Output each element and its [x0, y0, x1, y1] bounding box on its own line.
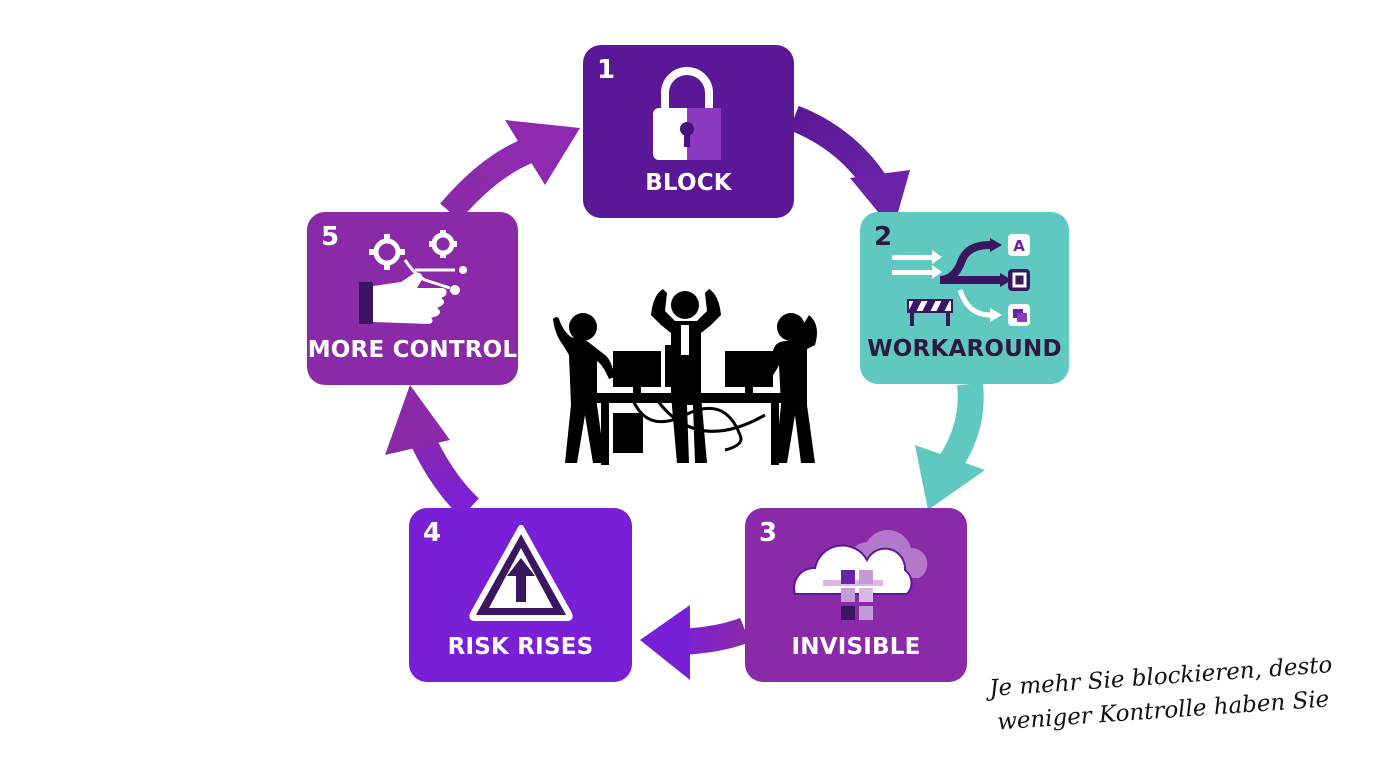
- step-4-risk-rises: 4 RISK RISES: [409, 508, 632, 682]
- step-1-block: 1 BLOCK: [583, 45, 794, 218]
- arrow-4-to-5-head: [385, 385, 450, 455]
- gear-hand-icon: [359, 230, 467, 324]
- step-number: 3: [759, 518, 778, 548]
- arrow-2-to-3-head: [915, 445, 985, 510]
- step-number: 4: [423, 518, 442, 548]
- step-number: 5: [321, 222, 340, 252]
- workaround-icon: A: [892, 234, 1030, 326]
- padlock-icon: [653, 67, 721, 160]
- step-label: INVISIBLE: [791, 634, 921, 660]
- step-number: 1: [597, 55, 616, 85]
- svg-text:A: A: [1013, 237, 1025, 255]
- step-label: BLOCK: [645, 170, 732, 196]
- step-5-more-control: 5 MORE CONTROL: [307, 212, 518, 385]
- step-label: MORE CONTROL: [307, 337, 518, 363]
- step-2-workaround: 2 A: [860, 212, 1069, 384]
- step-label: WORKAROUND: [867, 336, 1062, 362]
- arrow-3-to-4-head: [640, 605, 690, 680]
- step-label: RISK RISES: [447, 634, 594, 660]
- arrow-5-to-1-head: [505, 120, 580, 185]
- cloud-icon: [793, 530, 928, 620]
- warning-icon: [469, 525, 573, 621]
- step-3-invisible: 3 INVISIBLE: [745, 508, 967, 682]
- arrow-5-to-1: [440, 137, 535, 221]
- step-number: 2: [874, 222, 893, 252]
- frustrated-workers-icon: [553, 289, 817, 465]
